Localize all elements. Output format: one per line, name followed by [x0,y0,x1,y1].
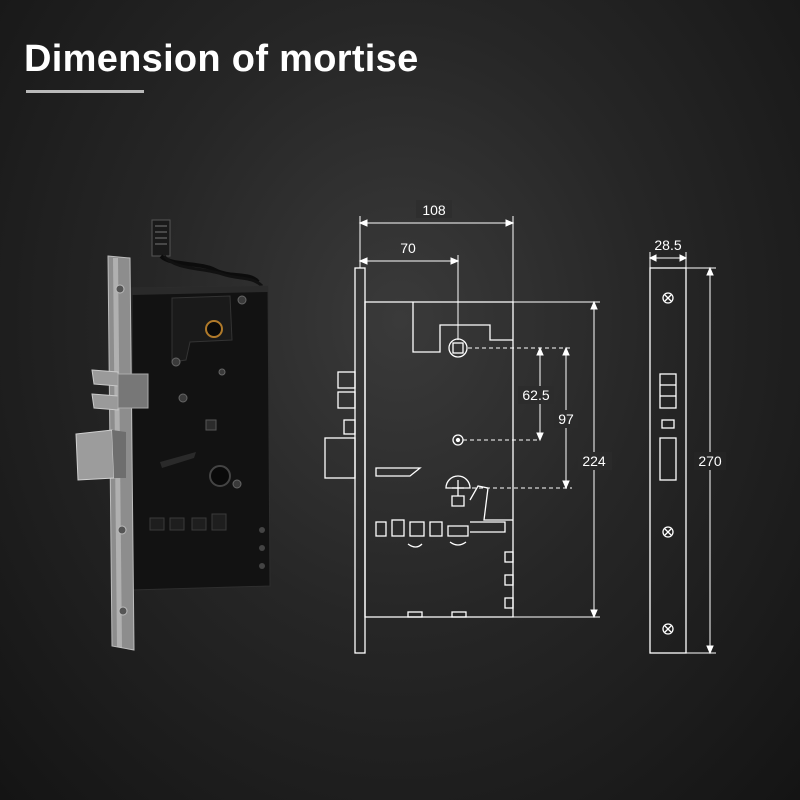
title-underline [26,90,144,93]
dimension-label-faceplate-height: 270 [698,453,722,469]
faceplate-front-view [649,267,687,654]
dimension-label-spindle-to-bottom: 97 [558,411,574,427]
case-outline [364,301,514,618]
dimension-label-case-height: 224 [582,453,606,469]
front-faceplate-outline [649,267,687,654]
faceplate-outline [354,267,366,654]
dimension-label-faceplate-width: 28.5 [654,237,681,253]
wire-harness [151,219,264,288]
photo-deadbolt [75,429,115,481]
cylinder-symbol [448,338,468,358]
side-view-drawing [324,267,514,654]
side-view-dimension-lines [358,216,515,340]
page-title: Dimension of mortise [24,38,419,80]
cylinder-hole [205,320,223,338]
dimension-label-spindle-to-cylinder: 62.5 [522,387,549,403]
extension-lines [463,347,572,489]
dimension-label-backset: 70 [400,240,416,256]
dimension-label-overall-width: 108 [422,202,446,218]
mortise-photo [75,219,271,651]
deadbolt-outline [324,437,356,479]
